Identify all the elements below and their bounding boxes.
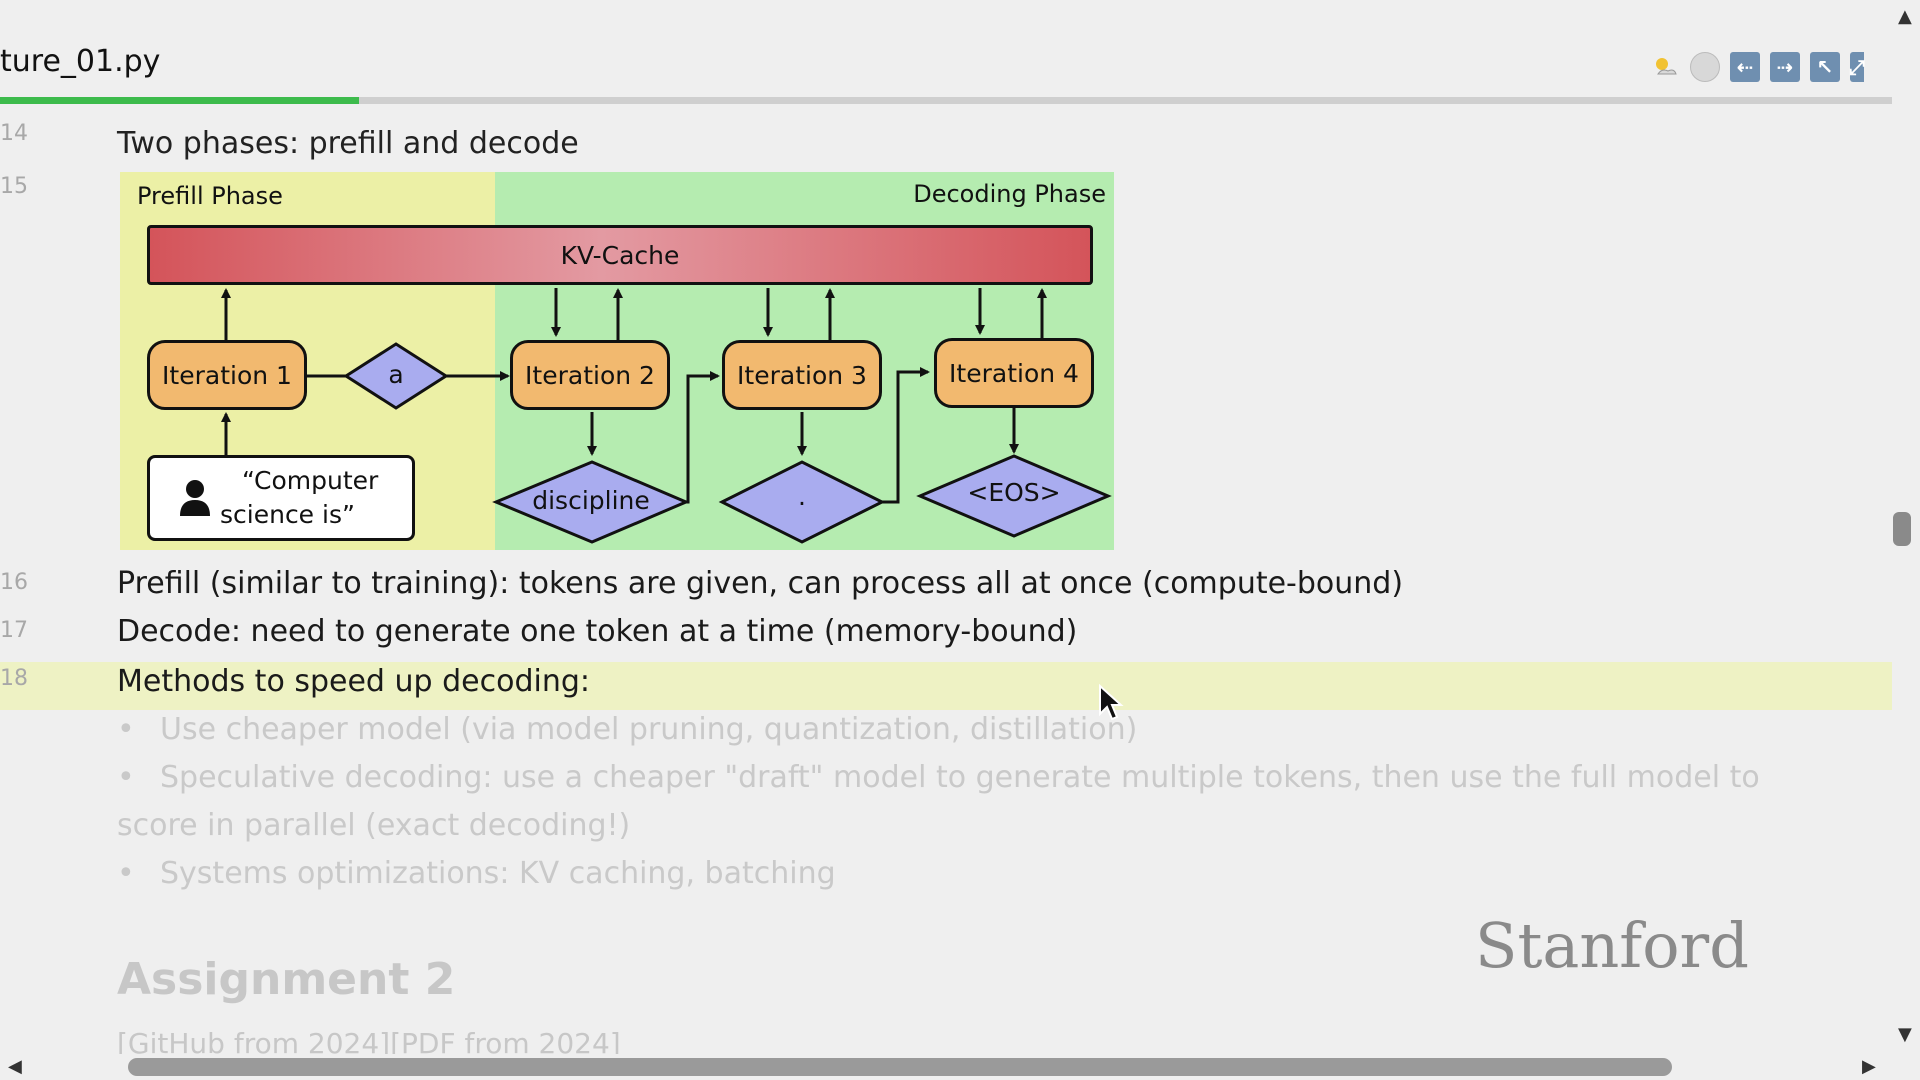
current-line-highlight	[0, 662, 1892, 710]
bullet-text: Speculative decoding: use a cheaper "dra…	[160, 760, 1760, 795]
token-diamond-a	[343, 342, 449, 410]
token-label-discipline: discipline	[532, 486, 650, 515]
prompt-line-1: “Computer	[242, 466, 379, 495]
line-number: 18	[0, 666, 28, 691]
iteration-label: Iteration 3	[737, 360, 867, 390]
kv-cache-box: KV-Cache	[147, 225, 1093, 285]
horizontal-scrollbar-thumb[interactable]	[128, 1058, 1672, 1076]
line-17-text: Decode: need to generate one token at a …	[117, 614, 1078, 649]
bullet-marker: •	[117, 712, 135, 747]
bullet-continuation: score in parallel (exact decoding!)	[117, 808, 631, 843]
prompt-line-2: science is”	[220, 500, 355, 529]
stanford-watermark: Stanford	[1475, 909, 1749, 982]
kv-cache-label: KV-Cache	[560, 240, 680, 270]
token-diamond-discipline	[492, 460, 690, 544]
iteration-4-box: Iteration 4	[934, 338, 1094, 408]
line-16-text: Prefill (similar to training): tokens ar…	[117, 566, 1404, 601]
file-title: ture_01.py	[0, 44, 161, 79]
expand-icon[interactable]: ⤢	[1849, 52, 1865, 82]
bullet-text: Use cheaper model (via model pruning, qu…	[160, 712, 1138, 747]
progress-fill	[0, 97, 360, 104]
iteration-label: Iteration 2	[525, 360, 655, 390]
scroll-left-icon[interactable]: ◀	[8, 1056, 22, 1077]
decoding-phase-label: Decoding Phase	[913, 180, 1106, 208]
assignment-links[interactable]: [GitHub from 2024][PDF from 2024]	[117, 1027, 621, 1060]
theme-icon[interactable]	[1650, 52, 1680, 82]
token-diamond-eos	[916, 454, 1112, 538]
iteration-label: Iteration 1	[162, 360, 292, 390]
arrow-up-left-icon[interactable]: ↖	[1810, 52, 1840, 82]
arrow-left-icon[interactable]: ⇠	[1730, 52, 1760, 82]
scroll-down-icon[interactable]: ▼	[1898, 1024, 1912, 1045]
arrow-right-icon[interactable]: ⇢	[1770, 52, 1800, 82]
bullet-marker: •	[117, 760, 135, 795]
token-label-a: a	[388, 360, 404, 389]
line-number: 16	[0, 570, 28, 595]
scroll-right-icon[interactable]: ▶	[1862, 1056, 1876, 1077]
scroll-up-icon[interactable]: ▲	[1898, 6, 1912, 27]
line-number: 14	[0, 121, 28, 146]
line-number: 17	[0, 618, 28, 643]
token-label-eos: <EOS>	[967, 478, 1061, 507]
bullet-text: Systems optimizations: KV caching, batch…	[160, 856, 836, 891]
bullet-marker: •	[117, 856, 135, 891]
iteration-label: Iteration 4	[949, 358, 1079, 388]
diagram-connectors	[221, 288, 1112, 544]
prefill-phase-label: Prefill Phase	[137, 182, 283, 210]
assignment-heading: Assignment 2	[117, 954, 456, 1005]
token-diamond-period	[718, 460, 886, 544]
mouse-cursor-icon	[1099, 683, 1124, 721]
token-label-period: .	[798, 482, 806, 511]
iteration-1-box: Iteration 1	[147, 340, 307, 410]
toolbar: ⇠ ⇢ ↖ ⤢	[1650, 52, 1865, 82]
vertical-scrollbar-thumb[interactable]	[1893, 512, 1911, 546]
prefill-decode-diagram: Prefill Phase Decoding Phase KV-Cache	[120, 172, 1114, 550]
cut-off-line: Two phases: prefill and decode	[117, 126, 579, 161]
prompt-box: “Computer science is”	[147, 455, 415, 541]
user-icon	[180, 480, 210, 516]
progress-track	[0, 97, 1892, 104]
line-18-text: Methods to speed up decoding:	[117, 664, 590, 699]
top-bar: ture_01.py ⇠ ⇢ ↖ ⤢	[0, 0, 1892, 104]
circle-icon[interactable]	[1690, 52, 1720, 82]
editor-content: 14 Two phases: prefill and decode 15 Pre…	[0, 104, 1892, 1060]
iteration-3-box: Iteration 3	[722, 340, 882, 410]
iteration-2-box: Iteration 2	[510, 340, 670, 410]
line-number: 15	[0, 174, 28, 199]
